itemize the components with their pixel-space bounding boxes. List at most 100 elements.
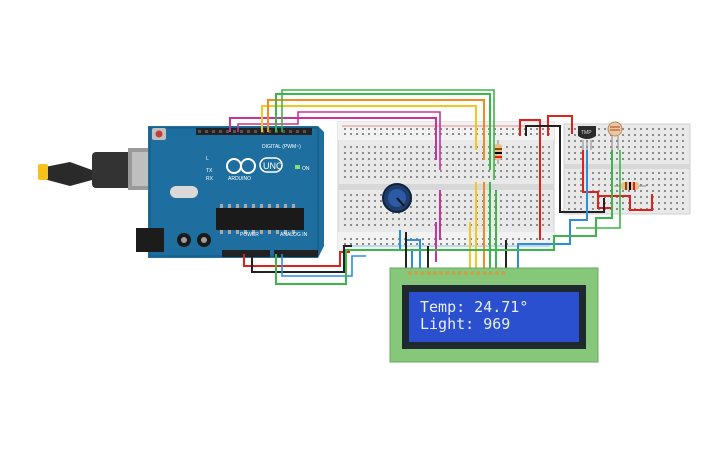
breadboard-hole[interactable] — [434, 206, 436, 208]
breadboard-hole[interactable] — [524, 158, 526, 160]
breadboard-hole[interactable] — [392, 170, 394, 172]
breadboard-hole[interactable] — [604, 172, 606, 174]
breadboard-hole[interactable] — [518, 194, 520, 196]
breadboard-hole[interactable] — [458, 133, 460, 135]
breadboard-hole[interactable] — [350, 212, 352, 214]
breadboard-hole[interactable] — [548, 206, 550, 208]
breadboard-hole[interactable] — [380, 218, 382, 220]
breadboard-hole[interactable] — [616, 190, 618, 192]
breadboard-hole[interactable] — [676, 152, 678, 154]
breadboard-hole[interactable] — [548, 152, 550, 154]
breadboard-hole[interactable] — [548, 146, 550, 148]
breadboard-hole[interactable] — [580, 184, 582, 186]
lcd-pin[interactable] — [457, 271, 462, 275]
breadboard-hole[interactable] — [416, 158, 418, 160]
breadboard-hole[interactable] — [380, 170, 382, 172]
breadboard-hole[interactable] — [356, 206, 358, 208]
breadboard-hole[interactable] — [506, 170, 508, 172]
breadboard-hole[interactable] — [452, 243, 454, 245]
breadboard-hole[interactable] — [676, 184, 678, 186]
breadboard-hole[interactable] — [452, 212, 454, 214]
breadboard-hole[interactable] — [350, 146, 352, 148]
breadboard-hole[interactable] — [518, 224, 520, 226]
breadboard-hole[interactable] — [506, 152, 508, 154]
breadboard-hole[interactable] — [422, 133, 424, 135]
breadboard-hole[interactable] — [374, 158, 376, 160]
breadboard-hole[interactable] — [518, 164, 520, 166]
breadboard-hole[interactable] — [380, 224, 382, 226]
breadboard-hole[interactable] — [374, 200, 376, 202]
breadboard-hole[interactable] — [568, 134, 570, 136]
breadboard-hole[interactable] — [512, 238, 514, 240]
breadboard-hole[interactable] — [362, 194, 364, 196]
breadboard-hole[interactable] — [416, 243, 418, 245]
breadboard-hole[interactable] — [574, 146, 576, 148]
breadboard-hole[interactable] — [524, 194, 526, 196]
breadboard-hole[interactable] — [646, 152, 648, 154]
breadboard-hole[interactable] — [640, 140, 642, 142]
breadboard-hole[interactable] — [428, 218, 430, 220]
breadboard-hole[interactable] — [368, 164, 370, 166]
breadboard-hole[interactable] — [464, 176, 466, 178]
breadboard-hole[interactable] — [428, 146, 430, 148]
breadboard-hole[interactable] — [512, 164, 514, 166]
breadboard-hole[interactable] — [530, 146, 532, 148]
breadboard-hole[interactable] — [500, 224, 502, 226]
breadboard-hole[interactable] — [458, 146, 460, 148]
breadboard-hole[interactable] — [482, 170, 484, 172]
breadboard-hole[interactable] — [604, 152, 606, 154]
breadboard-hole[interactable] — [610, 140, 612, 142]
breadboard-hole[interactable] — [646, 158, 648, 160]
breadboard-hole[interactable] — [664, 146, 666, 148]
breadboard-hole[interactable] — [410, 133, 412, 135]
breadboard-hole[interactable] — [568, 196, 570, 198]
breadboard-hole[interactable] — [664, 178, 666, 180]
breadboard-hole[interactable] — [568, 152, 570, 154]
breadboard-hole[interactable] — [524, 152, 526, 154]
breadboard-hole[interactable] — [676, 128, 678, 130]
breadboard-hole[interactable] — [512, 218, 514, 220]
breadboard-hole[interactable] — [398, 176, 400, 178]
breadboard-hole[interactable] — [410, 158, 412, 160]
breadboard-hole[interactable] — [500, 218, 502, 220]
breadboard-hole[interactable] — [506, 200, 508, 202]
breadboard-hole[interactable] — [536, 176, 538, 178]
breadboard-hole[interactable] — [446, 224, 448, 226]
breadboard-hole[interactable] — [446, 200, 448, 202]
breadboard-hole[interactable] — [398, 158, 400, 160]
breadboard-hole[interactable] — [458, 194, 460, 196]
breadboard-hole[interactable] — [404, 152, 406, 154]
breadboard-hole[interactable] — [512, 206, 514, 208]
breadboard-hole[interactable] — [664, 158, 666, 160]
breadboard-hole[interactable] — [416, 194, 418, 196]
breadboard-hole[interactable] — [670, 158, 672, 160]
breadboard-hole[interactable] — [362, 200, 364, 202]
breadboard-hole[interactable] — [568, 178, 570, 180]
breadboard-hole[interactable] — [416, 206, 418, 208]
breadboard-hole[interactable] — [446, 133, 448, 135]
breadboard-hole[interactable] — [464, 224, 466, 226]
breadboard-hole[interactable] — [452, 164, 454, 166]
breadboard-hole[interactable] — [580, 208, 582, 210]
breadboard-hole[interactable] — [598, 140, 600, 142]
breadboard-hole[interactable] — [416, 224, 418, 226]
breadboard-hole[interactable] — [670, 184, 672, 186]
breadboard-hole[interactable] — [380, 212, 382, 214]
breadboard-hole[interactable] — [646, 202, 648, 204]
breadboard-hole[interactable] — [374, 128, 376, 130]
breadboard-hole[interactable] — [536, 128, 538, 130]
breadboard-hole[interactable] — [658, 208, 660, 210]
breadboard-hole[interactable] — [530, 170, 532, 172]
breadboard-hole[interactable] — [634, 134, 636, 136]
breadboard-hole[interactable] — [398, 133, 400, 135]
breadboard-hole[interactable] — [374, 170, 376, 172]
breadboard-hole[interactable] — [506, 133, 508, 135]
breadboard-hole[interactable] — [488, 170, 490, 172]
breadboard-hole[interactable] — [580, 152, 582, 154]
breadboard-hole[interactable] — [512, 243, 514, 245]
breadboard-hole[interactable] — [428, 243, 430, 245]
breadboard-hole[interactable] — [392, 164, 394, 166]
breadboard-hole[interactable] — [622, 128, 624, 130]
breadboard-hole[interactable] — [574, 158, 576, 160]
breadboard-hole[interactable] — [458, 152, 460, 154]
